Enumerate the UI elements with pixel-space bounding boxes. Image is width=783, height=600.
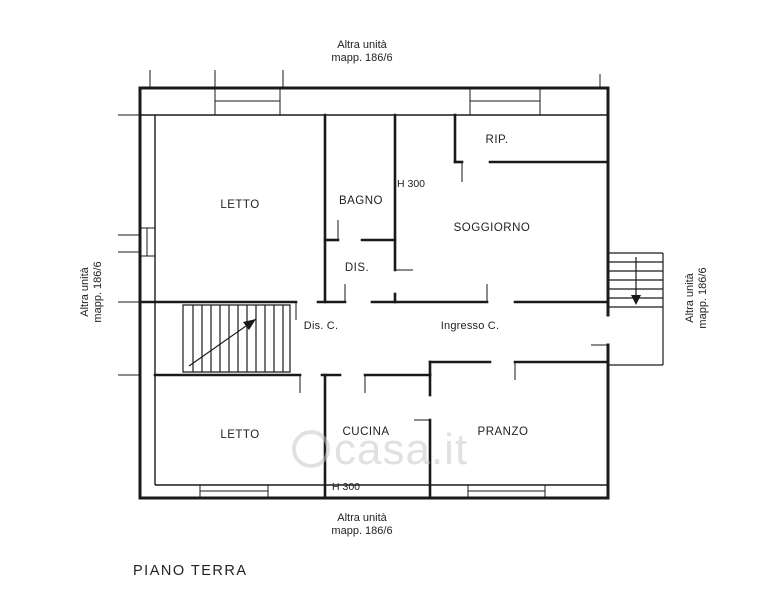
watermark-logo-icon: [292, 430, 330, 468]
boundary-reference-ticks: [118, 70, 601, 376]
room-label-rip: RIP.: [486, 134, 509, 146]
adjacent-label-left-line1: Altra unità: [79, 266, 91, 316]
room-label-letto-top: LETTO: [220, 199, 259, 211]
adjacent-label-top-line1: Altra unità: [337, 39, 387, 51]
room-label-cucina: CUCINA: [342, 426, 389, 438]
exterior-staircase: [608, 252, 664, 366]
adjacent-label-bottom-line2: mapp. 186/6: [331, 525, 392, 537]
room-label-letto-bottom: LETTO: [220, 429, 259, 441]
adjacent-label-right-line2: mapp. 186/6: [697, 267, 709, 328]
adjacent-label-right-line1: Altra unità: [684, 272, 696, 322]
inner-wall-lines: [140, 114, 608, 486]
height-annotation-top: H 300: [397, 178, 425, 190]
partition-walls: [138, 113, 610, 500]
height-annotation-bottom: H 300: [332, 481, 360, 493]
room-label-soggiorno: SOGGIORNO: [454, 222, 531, 234]
room-label-dis-c: Dis. C.: [304, 320, 338, 332]
adjacent-label-top-line2: mapp. 186/6: [331, 52, 392, 64]
room-label-bagno: BAGNO: [339, 195, 383, 207]
room-label-ingresso-c: Ingresso C.: [441, 320, 499, 332]
adjacent-unit-labels: Altra unità mapp. 186/6 Altra unità mapp…: [79, 39, 709, 537]
adjacent-label-bottom-line1: Altra unità: [337, 512, 387, 524]
room-labels: LETTO BAGNO RIP. SOGGIORNO DIS. Dis. C. …: [220, 134, 530, 493]
exterior-stair-arrowhead: [631, 295, 641, 305]
watermark-text: casa.it: [334, 425, 468, 474]
adjacent-label-left-line2: mapp. 186/6: [92, 261, 104, 322]
plan-title: PIANO TERRA: [133, 563, 248, 579]
room-label-pranzo: PRANZO: [478, 426, 529, 438]
stair-direction-arrowhead: [243, 319, 256, 330]
windows: [140, 88, 546, 498]
outer-walls: [138, 86, 610, 500]
interior-staircase: [182, 304, 291, 373]
room-label-dis: DIS.: [345, 262, 369, 274]
watermark: casa.it: [292, 425, 468, 474]
door-leaves: [295, 162, 608, 421]
